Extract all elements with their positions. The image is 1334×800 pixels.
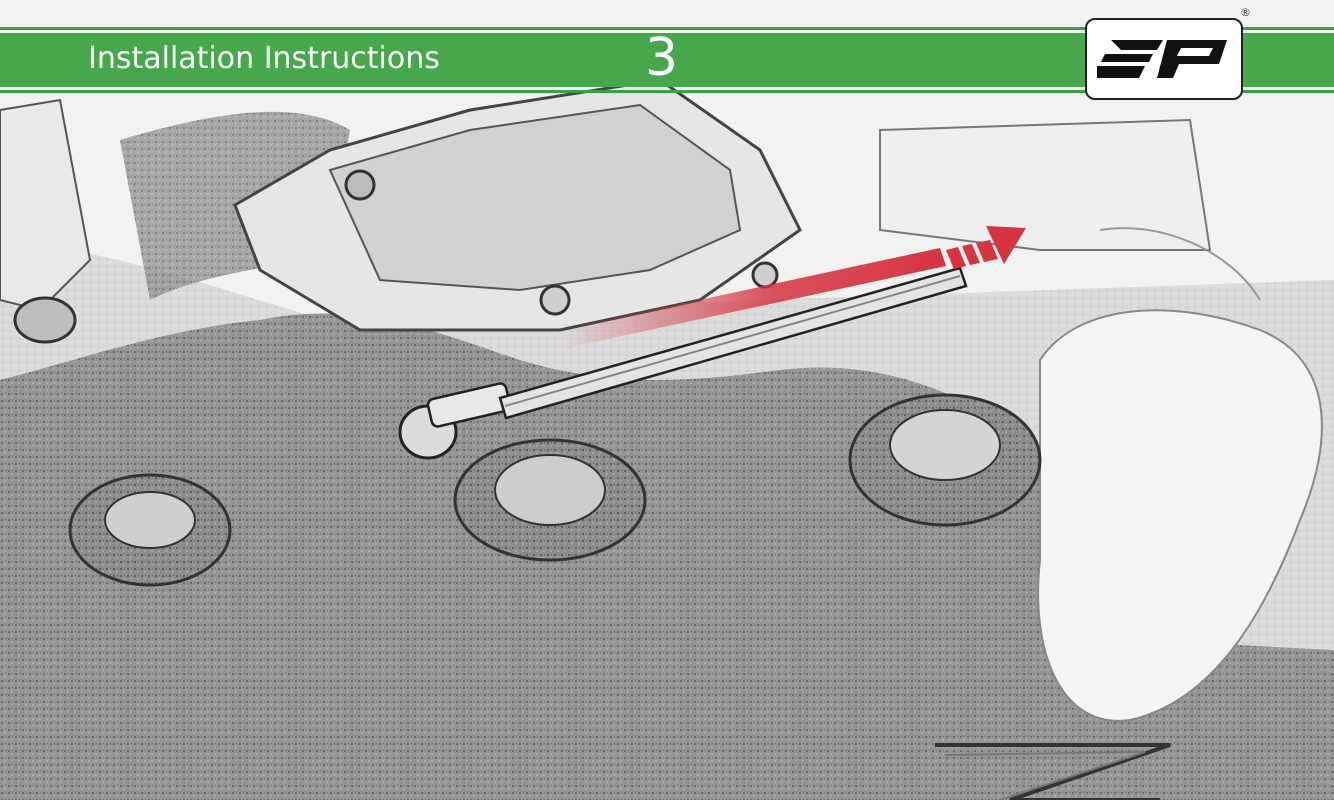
ep-logo-mark xyxy=(1087,20,1241,98)
page-title: Installation Instructions xyxy=(88,41,440,76)
ep-logo-icon xyxy=(1085,18,1243,100)
registered-mark: ® xyxy=(1240,6,1251,19)
step-number: 3 xyxy=(645,28,678,88)
